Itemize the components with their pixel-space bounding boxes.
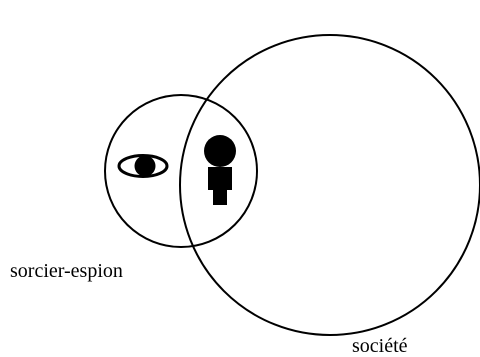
person-icon [204, 135, 236, 205]
sorcerer-spy-circle [104, 94, 258, 248]
society-label: société [352, 335, 408, 357]
society-circle [179, 34, 480, 336]
eye-icon [117, 154, 169, 178]
sorcerer-spy-label: sorcier-espion [10, 260, 123, 282]
